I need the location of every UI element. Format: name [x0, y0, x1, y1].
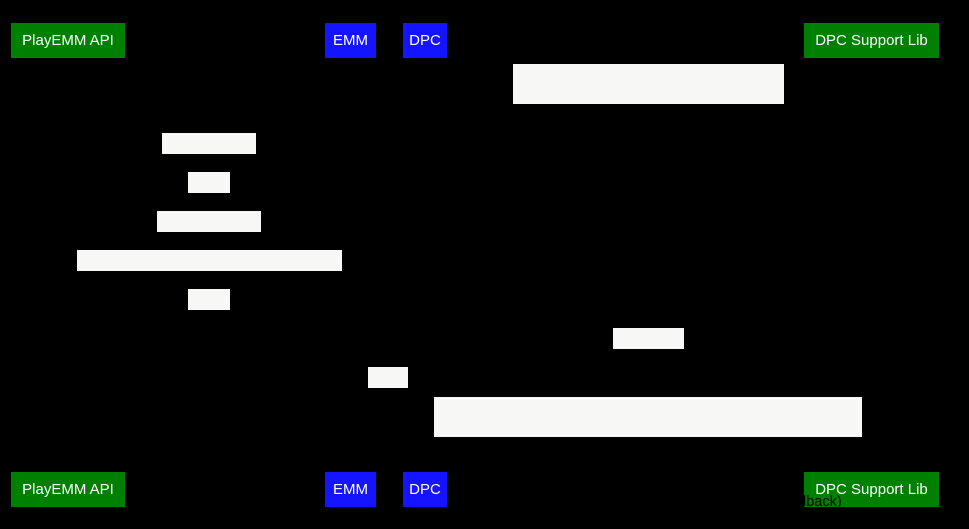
arrow-user-id	[67, 194, 350, 195]
participant-playemm-api-bottom[interactable]: PlayEMM API	[11, 472, 125, 507]
lifeline-playemm-api	[67, 57, 68, 463]
message-line-2: .addAndroidForWorkAccount(token, account…	[454, 494, 842, 510]
message-label-ensure-working-environment: androidForWorkAccountSupport .ensureWork…	[513, 64, 784, 177]
message-line-1: token	[191, 327, 227, 343]
participant-label: DPC	[409, 32, 441, 49]
message-line-2: .ensureWorkingEnvironment(callback)	[526, 161, 771, 177]
arrow-ensure-working-environment	[424, 105, 871, 106]
participant-label: DPC Support Lib	[815, 481, 928, 498]
participant-emm-bottom[interactable]: EMM	[325, 472, 376, 507]
participant-label: EMM	[333, 32, 368, 49]
message-label-callback: callback()	[613, 328, 684, 382]
message-line-1: androidForWorkAccountSupport	[544, 437, 752, 453]
arrow-callback	[424, 350, 871, 351]
arrow-users-update	[67, 233, 350, 234]
participant-label: EMM	[333, 481, 368, 498]
message-label-user-id: userID	[188, 172, 233, 226]
message-label-add-android-for-work-account: androidForWorkAccountSupport .addAndroid…	[434, 397, 862, 510]
message-label-users-generate-authentication-token: users.generateAuthenticationToken()	[77, 250, 342, 304]
participant-dpc-support-lib-top[interactable]: DPC Support Lib	[804, 23, 939, 58]
participant-label: DPC Support Lib	[815, 32, 928, 49]
message-label-users-update: users.update()	[157, 211, 261, 265]
arrow-token-to-dpc	[350, 389, 424, 390]
arrow-users-insert	[67, 155, 350, 156]
participant-playemm-api-top[interactable]: PlayEMM API	[11, 23, 125, 58]
arrow-token-to-emm	[67, 311, 350, 312]
lifeline-dpc-support-lib	[871, 57, 872, 463]
lifeline-dpc	[424, 57, 425, 463]
message-label-token-to-emm: token	[188, 289, 230, 343]
participant-label: DPC	[409, 481, 441, 498]
arrow-users-generate-authentication-token	[67, 272, 350, 273]
message-label-users-insert: users.insert()	[162, 133, 256, 187]
participant-label: PlayEMM API	[22, 481, 114, 498]
message-label-token-to-dpc: token	[368, 367, 408, 421]
participant-emm-top[interactable]: EMM	[325, 23, 376, 58]
participant-dpc-bottom[interactable]: DPC	[403, 472, 447, 507]
message-line-1: token	[370, 405, 406, 421]
message-line-1: callback()	[617, 366, 680, 382]
participant-label: PlayEMM API	[22, 32, 114, 49]
message-line-1: androidForWorkAccountSupport	[545, 104, 752, 120]
lifeline-emm	[350, 57, 351, 463]
participant-dpc-top[interactable]: DPC	[403, 23, 447, 58]
participant-dpc-support-lib-bottom[interactable]: DPC Support Lib	[804, 472, 939, 507]
arrow-add-android-for-work-account	[424, 437, 871, 438]
